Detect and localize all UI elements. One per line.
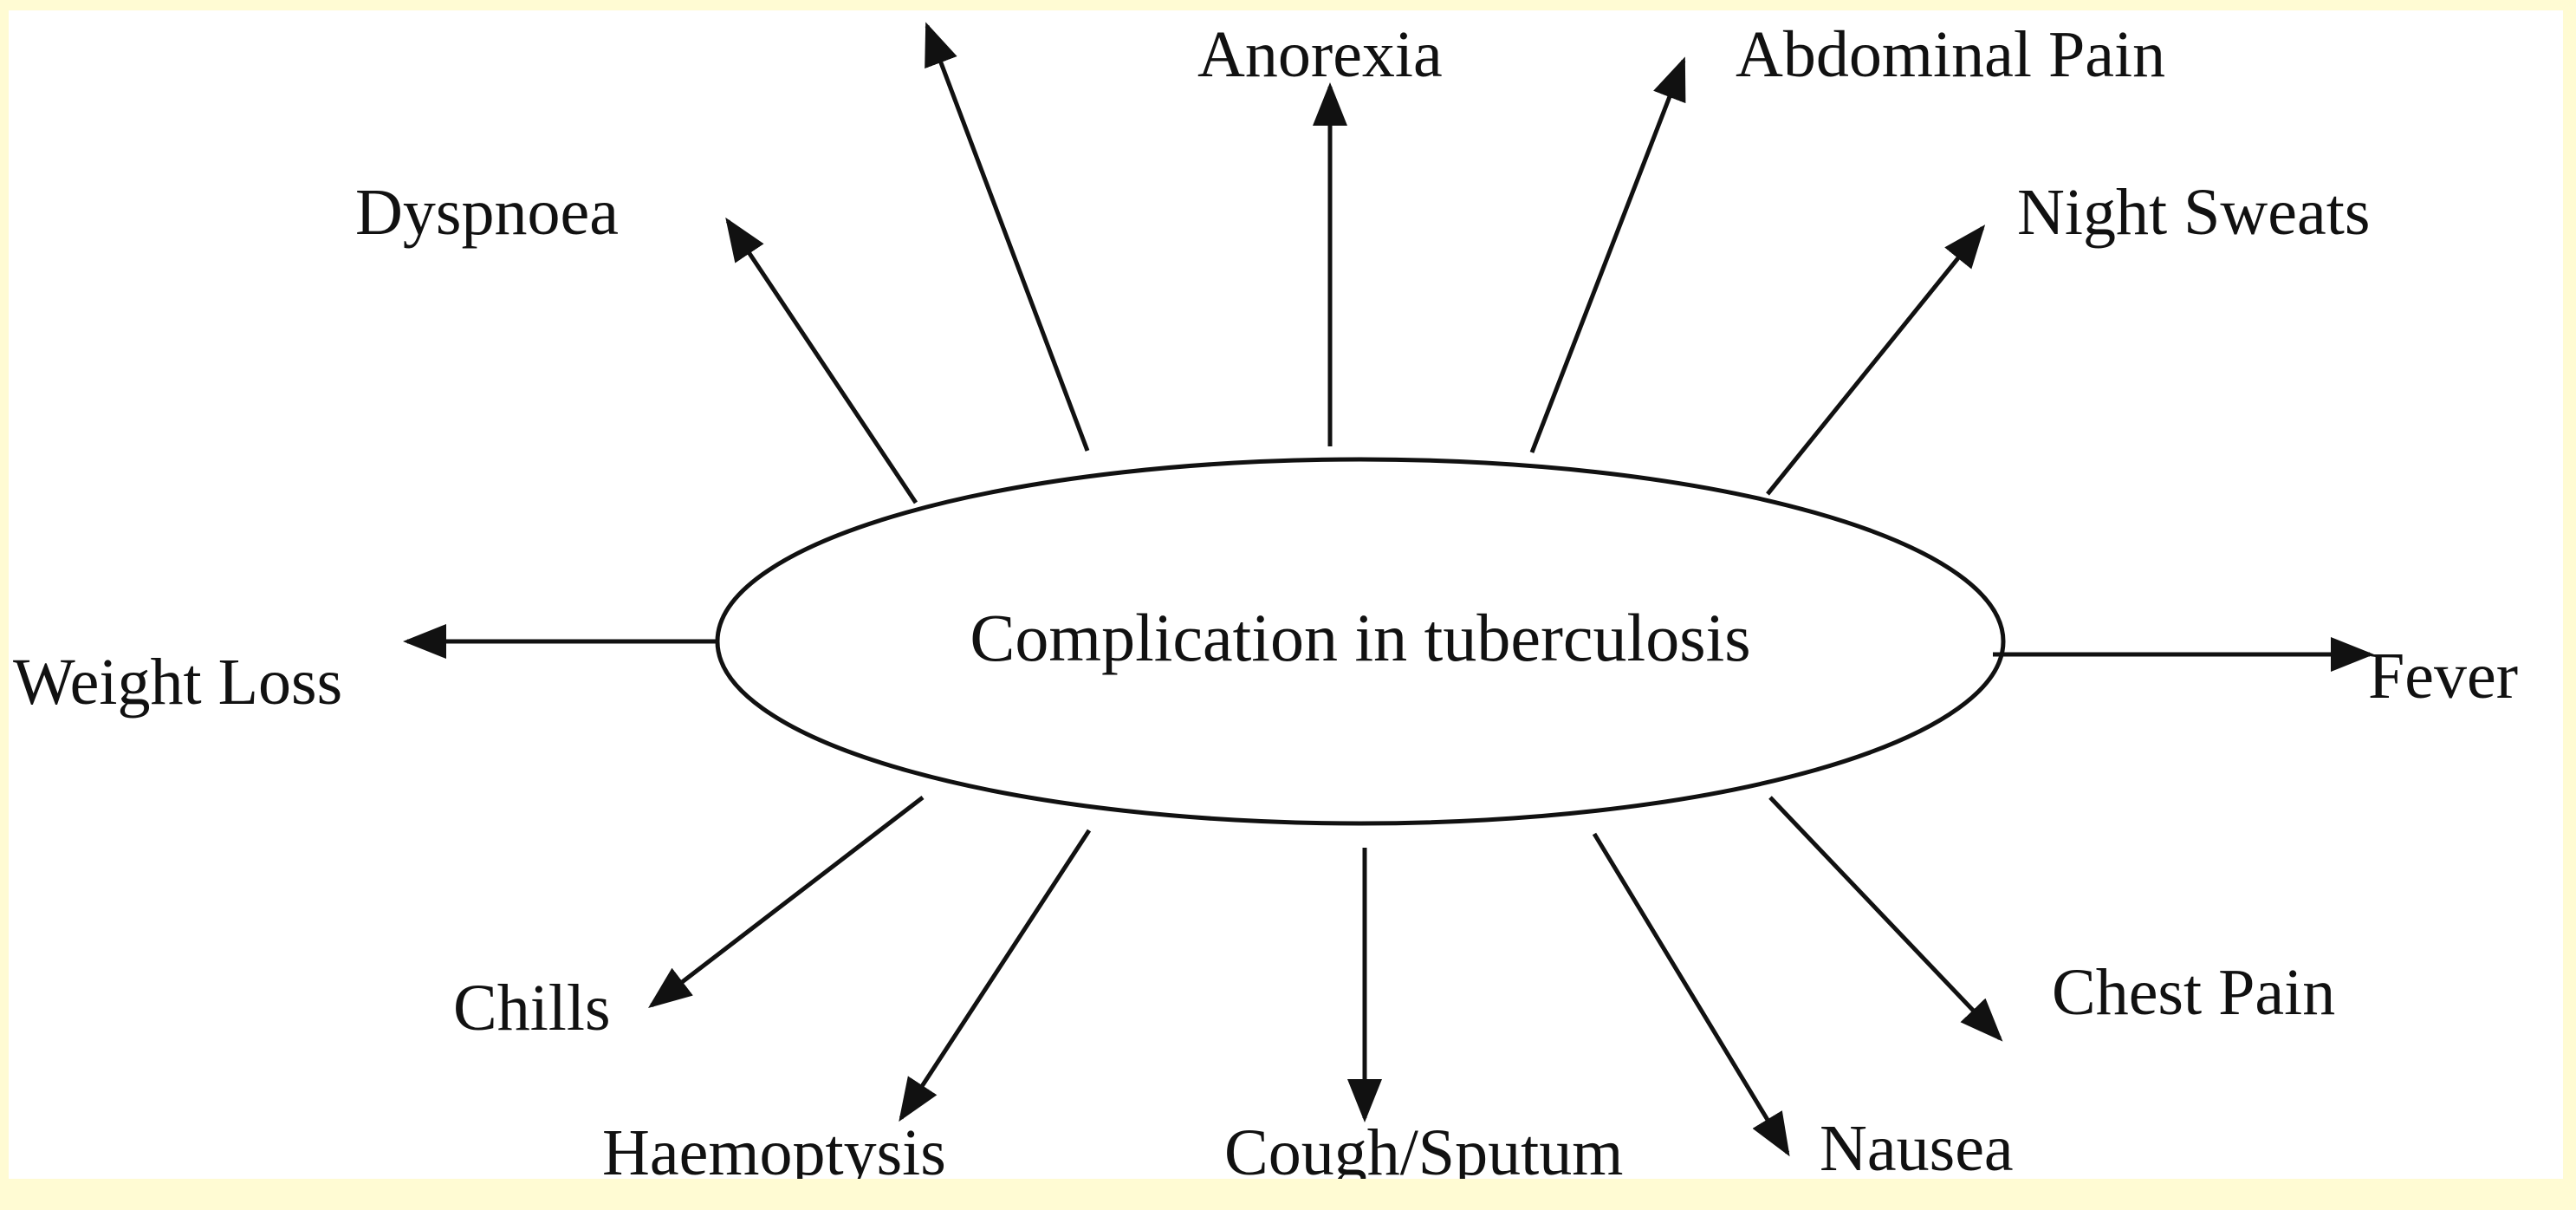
label-cough-sputum: Cough/Sputum: [1224, 1116, 1623, 1189]
label-anorexia: Anorexia: [1197, 18, 1443, 91]
label-fever: Fever: [2368, 640, 2518, 712]
arrow-dyspnoea: [725, 217, 918, 504]
arrow-chills: [648, 796, 925, 1009]
arrow-abdominal-pain: [1529, 56, 1686, 453]
label-weight-loss: Weight Loss: [13, 646, 342, 719]
arrow-nausea: [1592, 832, 1790, 1157]
label-chills: Chills: [453, 972, 611, 1044]
label-abdominal-pain: Abdominal Pain: [1736, 18, 2165, 91]
frame-bottom-border: [0, 1179, 2576, 1210]
arrow-chest-pain: [1768, 796, 2003, 1042]
center-label: Complication in tuberculosis: [970, 600, 1750, 675]
frame-left-border: [0, 0, 9, 1210]
label-nausea: Nausea: [1820, 1112, 2014, 1185]
label-dyspnoea: Dyspnoea: [355, 176, 619, 249]
arrow-haemoptysis: [899, 829, 1092, 1122]
label-chest-pain: Chest Pain: [2052, 956, 2335, 1029]
arrow-unlabeled-top: [925, 22, 1090, 452]
label-haemoptysis: Haemoptysis: [602, 1116, 946, 1189]
label-night-sweats: Night Sweats: [2017, 176, 2370, 249]
frame-right-border: [2563, 0, 2576, 1210]
frame-top-border: [0, 0, 2576, 10]
arrow-night-sweats: [1766, 224, 1986, 496]
